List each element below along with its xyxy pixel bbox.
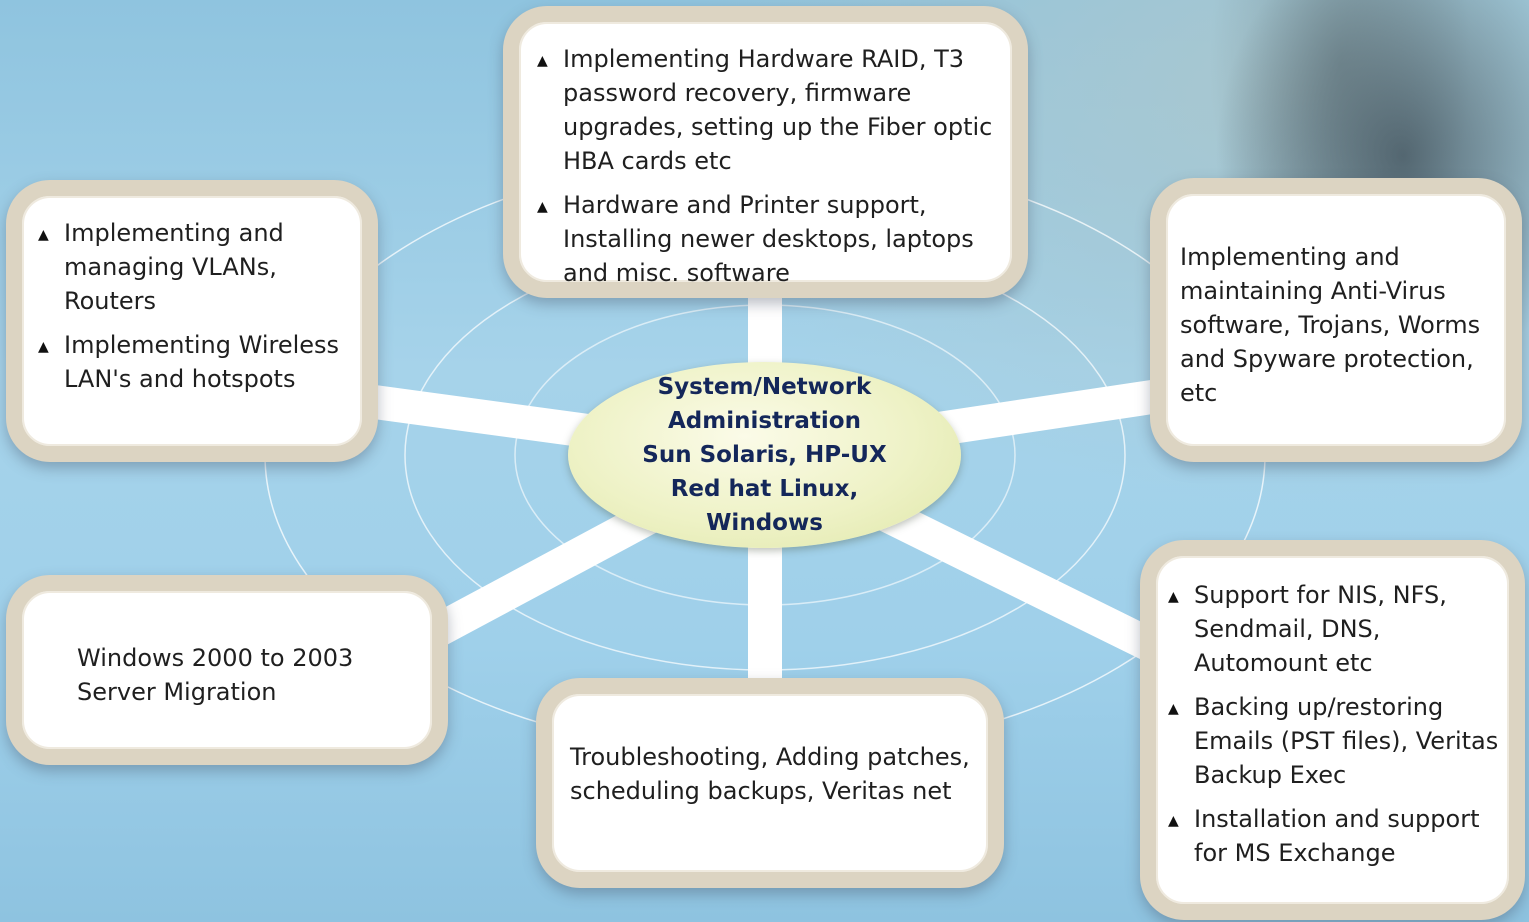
list-item: ▲Installation and support for MS Exchang… <box>1168 805 1480 867</box>
triangle-bullet-icon: ▲ <box>38 227 49 243</box>
box-windows-migration: Windows 2000 to 2003 Server Migration <box>6 575 448 765</box>
list-item: ▲Support for NIS, NFS, Sendmail, DNS, Au… <box>1168 581 1447 677</box>
triangle-bullet-icon: ▲ <box>1168 589 1179 605</box>
box-hardware-raid: ▲Implementing Hardware RAID, T3 password… <box>503 6 1028 298</box>
triangle-bullet-icon: ▲ <box>537 53 548 69</box>
triangle-bullet-icon: ▲ <box>1168 813 1179 829</box>
windows-migration-text: Windows 2000 to 2003 Server Migration <box>77 644 354 706</box>
troubleshooting-text: Troubleshooting, Adding patches, schedul… <box>570 743 970 805</box>
box-nis-exchange: ▲Support for NIS, NFS, Sendmail, DNS, Au… <box>1140 540 1525 920</box>
triangle-bullet-icon: ▲ <box>537 199 548 215</box>
center-title: System/Network Administration Sun Solari… <box>642 374 887 536</box>
list-item: ▲Implementing and managing VLANs, Router… <box>38 219 284 315</box>
list-item: ▲Implementing Hardware RAID, T3 password… <box>537 45 993 175</box>
box-troubleshooting: Troubleshooting, Adding patches, schedul… <box>536 678 1004 888</box>
list-item: ▲Implementing Wireless LAN's and hotspot… <box>38 331 340 393</box>
anti-virus-text: Implementing and maintaining Anti-Virus … <box>1180 243 1481 407</box>
box-vlans-wireless: ▲Implementing and managing VLANs, Router… <box>6 180 378 462</box>
list-item: ▲Hardware and Printer support, Installin… <box>537 191 974 287</box>
triangle-bullet-icon: ▲ <box>1168 701 1179 717</box>
triangle-bullet-icon: ▲ <box>38 339 49 355</box>
box-anti-virus: Implementing and maintaining Anti-Virus … <box>1150 178 1522 462</box>
list-item: ▲Backing up/restoring Emails (PST files)… <box>1168 693 1499 789</box>
center-node: System/Network Administration Sun Solari… <box>568 362 961 548</box>
